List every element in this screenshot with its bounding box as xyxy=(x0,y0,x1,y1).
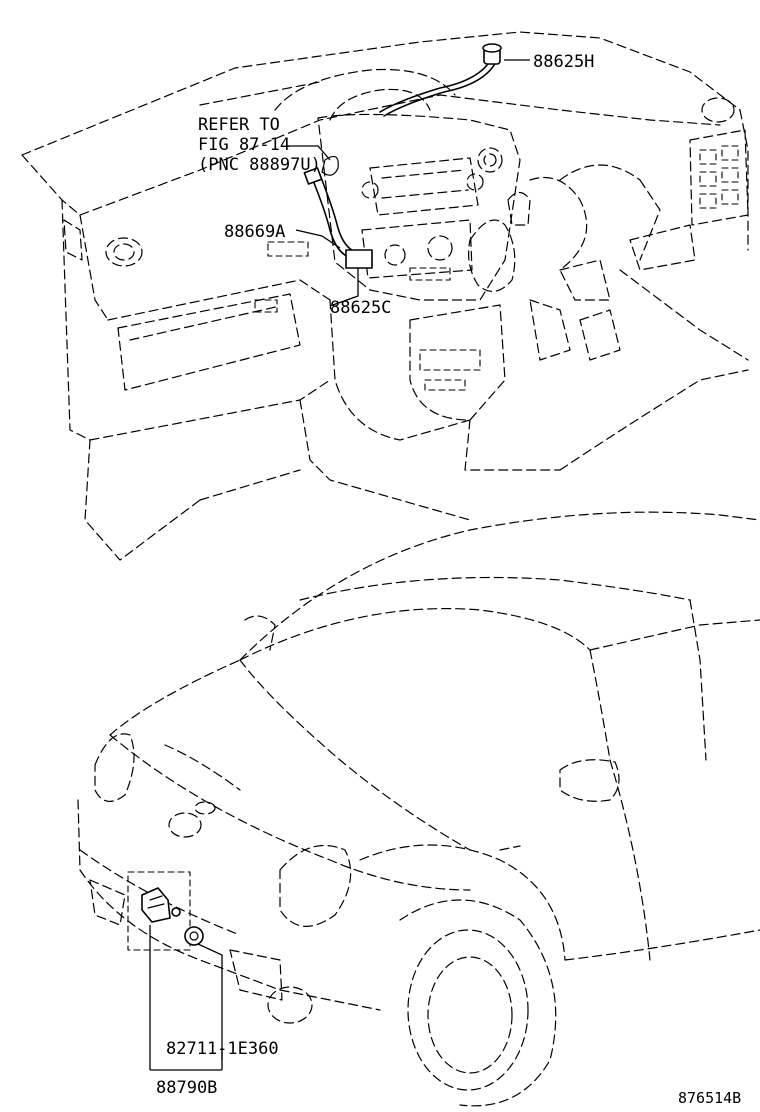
harness-88669a-part xyxy=(303,167,373,269)
dashboard-outline xyxy=(21,31,749,561)
label-88625c: 88625C xyxy=(330,298,391,318)
label-refer-line2: FIG 87-14 xyxy=(198,135,290,155)
label-88790b: 88790B xyxy=(156,1078,217,1098)
leader-lines-dashboard xyxy=(286,59,530,307)
antenna-cord-88625h-part xyxy=(379,43,502,117)
label-88669a: 88669A xyxy=(224,222,285,242)
horn-88790b-part xyxy=(141,887,181,923)
car-outline xyxy=(77,511,760,1107)
label-refer-line3: (PNC 88897U) xyxy=(198,155,321,175)
leader-lines-car xyxy=(149,925,223,1071)
figure-id: 876514B xyxy=(678,1089,741,1107)
connector-refer-part xyxy=(321,155,339,176)
label-82711-1e360: 82711-1E360 xyxy=(166,1039,279,1059)
sensor-82711-part xyxy=(184,926,204,946)
label-88625h: 88625H xyxy=(533,52,594,72)
label-refer-line1: REFER TO xyxy=(198,115,280,135)
